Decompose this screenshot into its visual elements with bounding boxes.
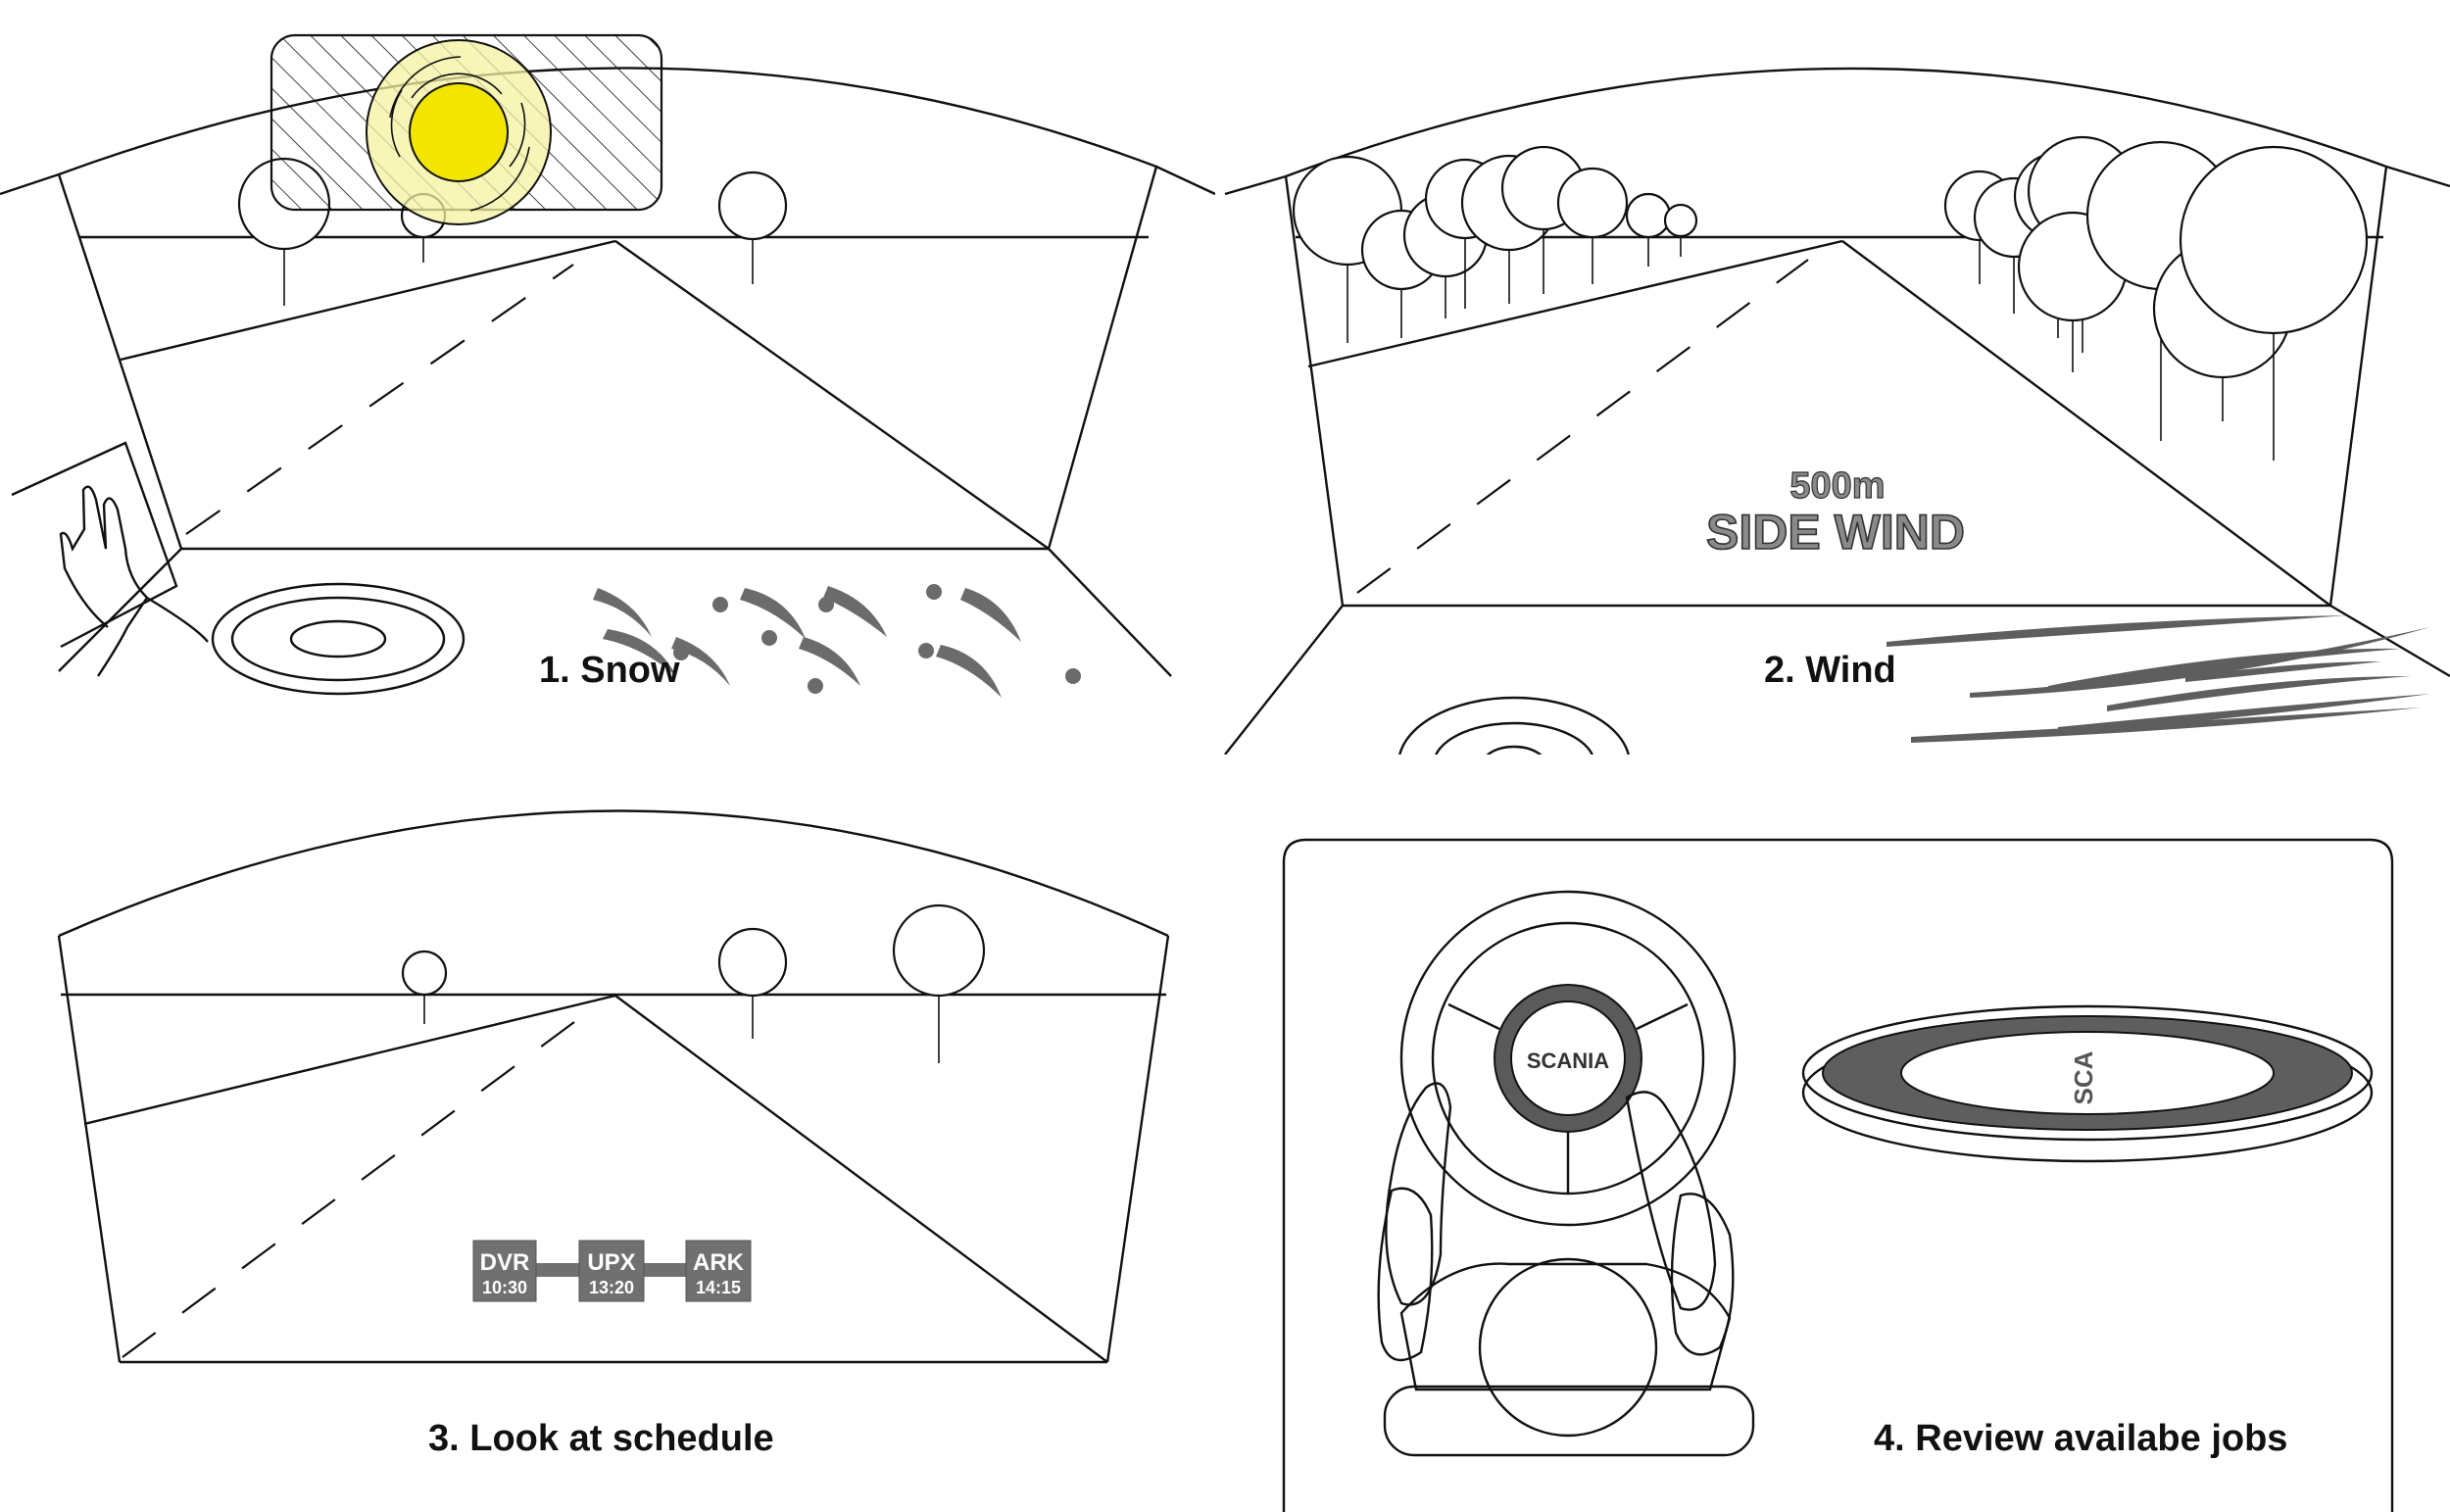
panel-schedule: DVR 10:30 UPX 13:20 ARK 14:15 3. Look at… xyxy=(57,809,1170,1459)
dash-right xyxy=(2329,604,2450,678)
dash-left xyxy=(58,548,182,672)
road-edge-left xyxy=(1307,239,1843,368)
caption-wind: 2. Wind xyxy=(1764,650,1896,691)
dash-right xyxy=(1048,548,1172,677)
snowflake-icon xyxy=(593,584,1081,698)
dash-left xyxy=(1224,605,1344,755)
road-edge-left xyxy=(83,994,616,1126)
stop-time: 10:30 xyxy=(482,1278,527,1297)
tree xyxy=(717,927,788,1039)
steering-wheel-icon: SCANIA xyxy=(1399,890,1737,1227)
a-pillar-left xyxy=(57,173,183,550)
road-center-line xyxy=(1356,259,1809,594)
a-pillar-right xyxy=(1047,166,1158,550)
touch-pad-icon xyxy=(211,582,466,696)
road-edge-right xyxy=(614,995,1108,1363)
stop-dvr: DVR 10:30 xyxy=(472,1240,537,1302)
panel-snow: 1. Snow xyxy=(0,33,1215,698)
tree xyxy=(892,903,986,1063)
tree-cluster-right xyxy=(1943,135,2369,461)
tree xyxy=(717,171,788,284)
road-edge-right xyxy=(1841,240,2331,607)
sun-icon xyxy=(366,39,552,225)
road-center-line xyxy=(122,1018,579,1358)
stop-code: UPX xyxy=(587,1249,635,1276)
pad-logo: SCA xyxy=(2069,1050,2098,1104)
wind-distance-text: 500m xyxy=(1789,465,1885,507)
wind-streak-icon xyxy=(1886,615,2430,743)
stop-upx: UPX 13:20 xyxy=(578,1240,645,1302)
a-pillar-right xyxy=(2328,166,2388,607)
caption-jobs: 4. Review availabe jobs xyxy=(1874,1418,2287,1459)
a-pillar-right xyxy=(1105,935,1170,1363)
wind-warning-text: SIDE WIND xyxy=(1706,505,1965,560)
touch-pad-icon xyxy=(1398,696,1630,755)
road-edge-right xyxy=(614,240,1050,550)
stop-time: 14:15 xyxy=(696,1278,741,1297)
touch-pad-icon: SCA xyxy=(1801,1004,2374,1163)
tree xyxy=(401,950,448,1024)
schedule-timeline: DVR 10:30 UPX 13:20 ARK 14:15 xyxy=(472,1240,752,1302)
stop-time: 13:20 xyxy=(589,1278,634,1297)
stop-code: ARK xyxy=(693,1249,745,1276)
wheel-logo: SCANIA xyxy=(1527,1049,1609,1073)
road-edge-left xyxy=(120,239,616,362)
caption-snow: 1. Snow xyxy=(539,650,680,691)
hand-icon xyxy=(11,441,209,677)
side-wind-warning: 500m SIDE WIND xyxy=(1705,464,1966,560)
tree-cluster-left xyxy=(1292,145,1698,343)
driver-figure xyxy=(1377,1082,1755,1457)
windshield-top xyxy=(1224,67,2450,196)
road-center-line xyxy=(185,264,574,535)
caption-schedule: 3. Look at schedule xyxy=(428,1418,774,1459)
stop-ark: ARK 14:15 xyxy=(685,1240,752,1302)
stop-code: DVR xyxy=(480,1249,530,1276)
panel-frame xyxy=(1282,838,2394,1512)
a-pillar-left xyxy=(1284,175,1345,607)
panel-jobs: SCANIA SCA 4. Review availabe jobs xyxy=(1282,838,2394,1512)
a-pillar-left xyxy=(57,935,122,1363)
windshield-top xyxy=(58,809,1169,938)
panel-wind: 500m SIDE WIND 2. Wind xyxy=(1224,67,2450,755)
